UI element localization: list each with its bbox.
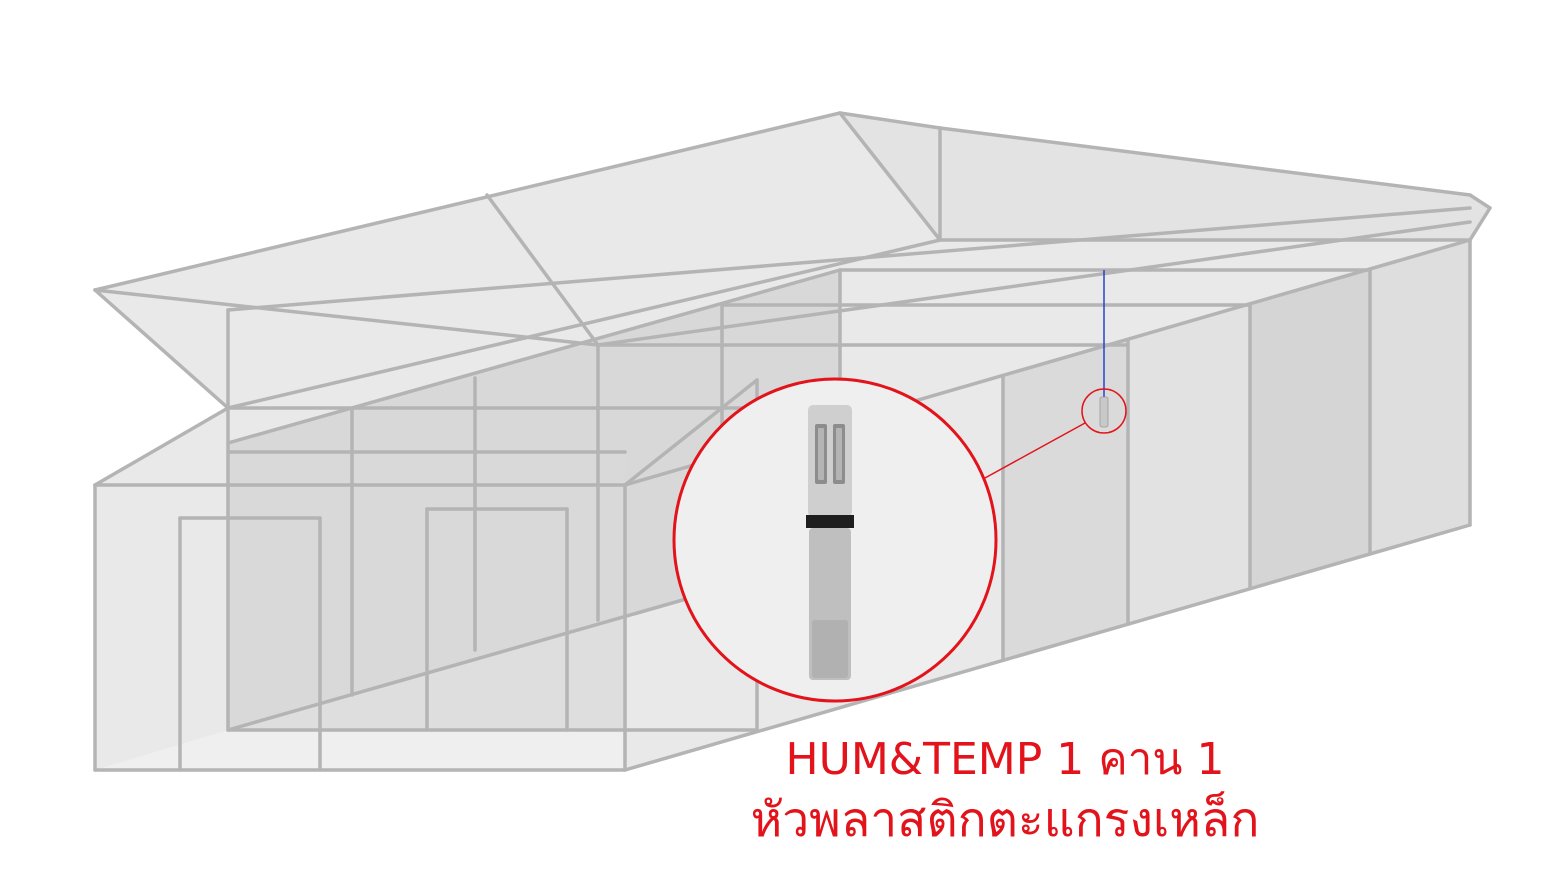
frame-beam	[623, 378, 759, 487]
sensor-cap	[808, 405, 852, 517]
frame-beam	[485, 193, 600, 347]
frame-beam	[226, 206, 1472, 312]
frame-beam	[226, 238, 942, 410]
front-floor-strip	[95, 730, 625, 770]
steel-frame	[93, 111, 1492, 772]
frame-beam	[93, 288, 230, 410]
callout-connector	[984, 422, 1086, 479]
caption-line-2: หัวพลาสติกตะแกรงเหล็ก	[751, 791, 1260, 848]
frame-beam	[838, 111, 942, 130]
sensor-marker-icon	[1099, 396, 1109, 428]
frame-beam	[93, 406, 230, 487]
side-wall-panel	[1128, 304, 1250, 624]
caption-line-1: HUM&TEMP 1 คาน 1	[786, 734, 1225, 785]
frame-beam	[938, 126, 1472, 197]
sensor-grille-slot	[836, 428, 842, 480]
structure-panels	[95, 113, 1490, 770]
frame-beam	[623, 523, 1472, 772]
sensor-callout	[672, 377, 998, 703]
frame-beam	[93, 288, 600, 347]
sensor-body-shade	[812, 620, 848, 678]
sensor-grille-slot	[818, 428, 824, 480]
sensor-highlight-ring	[1081, 388, 1127, 434]
side-wall-panel	[1003, 340, 1128, 660]
frame-beam	[838, 111, 942, 242]
caption: HUM&TEMP 1 คาน 1 หัวพลาสติกตะแกรงเหล็ก	[751, 734, 1260, 848]
sensor-location	[984, 270, 1127, 479]
frame-beam	[1468, 193, 1492, 210]
sensor-band	[806, 515, 854, 528]
side-wall-panel	[1370, 240, 1470, 554]
frame-beam	[1468, 206, 1492, 242]
frame-beam	[226, 268, 842, 445]
humidity-temperature-sensor-icon	[806, 405, 854, 680]
side-wall-panel	[1250, 269, 1370, 588]
roof-right-panel	[840, 113, 1490, 240]
frame-beam	[93, 111, 842, 292]
frame-beam	[596, 220, 1472, 347]
